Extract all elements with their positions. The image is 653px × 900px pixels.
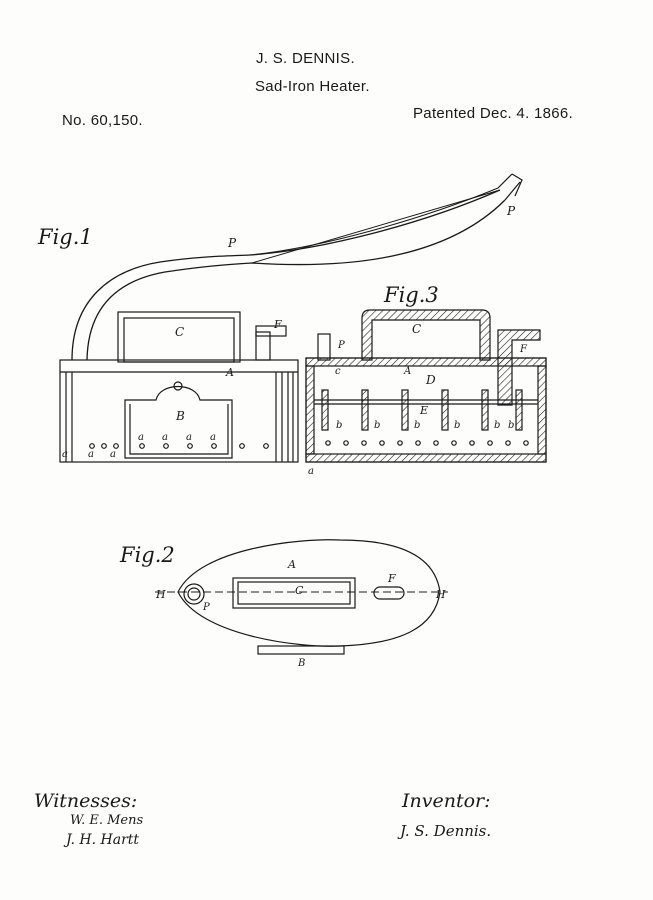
svg-text:F: F <box>519 344 528 355</box>
svg-text:D: D <box>425 373 436 387</box>
svg-text:P: P <box>202 602 210 613</box>
fig2-label: Fig.2 <box>119 543 175 567</box>
svg-text:b: b <box>374 420 380 431</box>
svg-text:c: c <box>335 366 341 377</box>
svg-text:a: a <box>88 449 94 460</box>
witness-signature-2: J. H. Hartt <box>66 832 140 848</box>
svg-text:C: C <box>295 584 304 597</box>
svg-text:b: b <box>414 420 420 431</box>
svg-text:B: B <box>297 658 305 669</box>
figure-3: Fig.3 C F P c A D E <box>305 283 547 477</box>
svg-text:H: H <box>435 588 446 601</box>
fig3-bars <box>321 389 523 431</box>
svg-text:a: a <box>110 449 116 460</box>
fig1-pipe <box>71 189 501 361</box>
svg-text:b: b <box>454 420 460 431</box>
fig1-part-C: C <box>175 325 184 339</box>
patent-number: No. 60,150. <box>62 112 143 129</box>
witness-signature-1: W. E. Mens <box>70 813 144 828</box>
patent-title: Sad-Iron Heater. <box>255 78 370 95</box>
fig1-part-F: F <box>273 318 282 331</box>
svg-text:a: a <box>138 432 144 443</box>
svg-text:H: H <box>155 588 166 601</box>
fig1-part-A: A <box>225 366 234 379</box>
svg-text:a: a <box>62 449 68 460</box>
svg-text:C: C <box>412 322 421 336</box>
svg-text:F: F <box>387 572 396 585</box>
svg-text:P: P <box>337 340 345 351</box>
svg-text:b: b <box>508 420 514 431</box>
fig1-box <box>59 359 299 463</box>
inventor-label: Inventor: <box>402 790 491 812</box>
witnesses-label: Witnesses: <box>34 790 138 812</box>
fig1-part-P2: P <box>506 204 516 218</box>
svg-text:a: a <box>162 432 168 443</box>
figure-1: Fig.1 P P C F A <box>37 173 523 463</box>
svg-text:A: A <box>287 558 296 571</box>
fig3-label: Fig.3 <box>383 283 439 307</box>
fig3-cover <box>361 309 491 361</box>
fig1-vent-holes <box>89 443 269 449</box>
fig3-vent-holes <box>325 440 529 446</box>
patent-date: Patented Dec. 4. 1866. <box>413 105 574 122</box>
inventor-signature: J. S. Dennis. <box>400 822 492 840</box>
inventor-name-heading: J. S. DENNIS. <box>256 50 355 67</box>
fig1-part-B: B <box>175 409 185 423</box>
fig1-door <box>124 386 233 459</box>
svg-text:b: b <box>336 420 342 431</box>
fig2-body <box>177 539 441 647</box>
svg-text:A: A <box>403 366 411 377</box>
figure-2: Fig.2 H H P C F A B <box>119 539 448 669</box>
fig1-label: Fig.1 <box>37 225 93 249</box>
svg-text:a: a <box>186 432 192 443</box>
svg-text:a: a <box>308 466 314 477</box>
svg-text:a: a <box>210 432 216 443</box>
svg-text:E: E <box>419 404 428 417</box>
fig1-part-P: P <box>227 236 237 250</box>
svg-text:b: b <box>494 420 500 431</box>
